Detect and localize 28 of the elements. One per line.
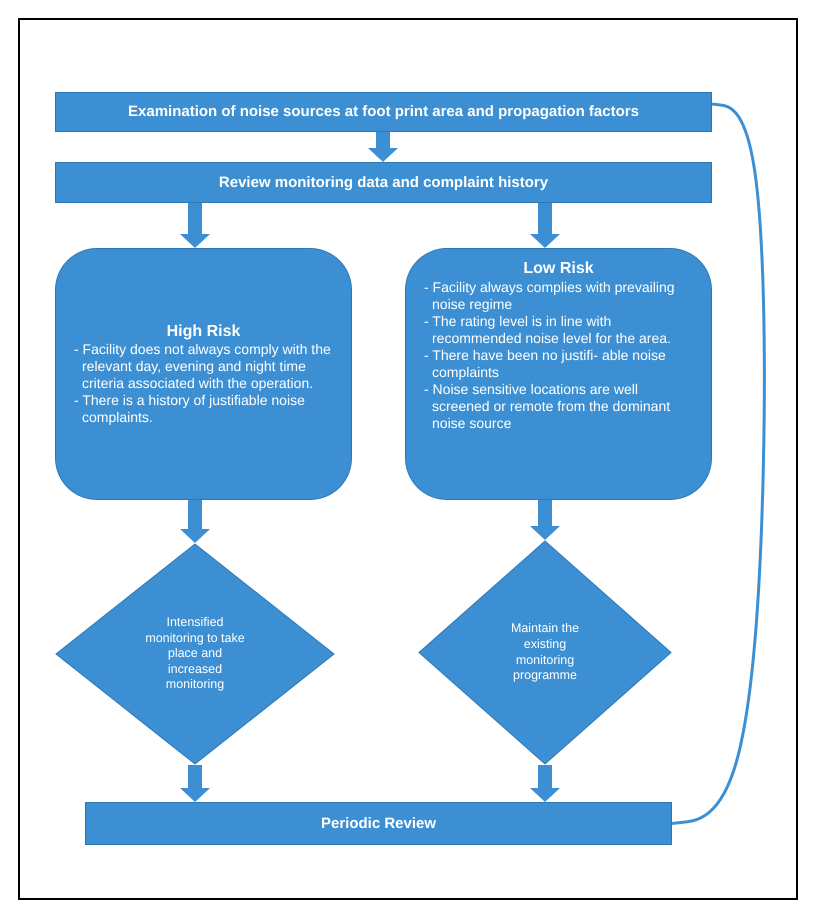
bullet-text: - Facility always complies with prevailing noise regime <box>424 278 676 313</box>
decision-diamond <box>418 540 672 765</box>
block-arrow <box>180 500 210 543</box>
node-text: Examination of noise sources at foot print area and propagation factors <box>128 103 639 121</box>
process-box <box>55 92 712 132</box>
block-arrow <box>368 132 398 162</box>
decision-diamond <box>55 543 335 765</box>
process-box <box>55 162 712 203</box>
node-text: Maintain the existing monitoring programme <box>510 621 580 684</box>
block-arrow <box>180 203 210 248</box>
process-box <box>85 802 672 845</box>
box-heading: Low Risk <box>522 259 595 279</box>
node-text: Periodic Review <box>320 815 436 832</box>
bullet-text: - There is a history of justifiable noise complaints. <box>74 392 306 426</box>
bullet-text: - Noise sensitive locations are well screened or remote from the dominant noise source <box>424 380 672 432</box>
node-text: Intensified monitoring to take place and increased monitoring <box>144 614 246 694</box>
block-arrow <box>530 203 560 248</box>
bullet-text: - The rating level is in line with recommended noise level for the area. <box>424 312 672 347</box>
rounded-box <box>405 248 712 500</box>
rounded-box <box>55 248 352 500</box>
loop-line <box>672 102 766 825</box>
block-arrow <box>180 765 210 802</box>
bullet-text: - There have been no justifi- able noise complaints <box>424 346 667 381</box>
block-arrow <box>530 765 560 802</box>
node-text: Review monitoring data and complaint history <box>218 174 548 191</box>
box-heading: High Risk <box>166 322 242 342</box>
block-arrow <box>530 500 560 540</box>
bullet-text: - Facility does not always comply with the relevant day, evening and night time criteria associated with the operation. <box>74 341 332 392</box>
